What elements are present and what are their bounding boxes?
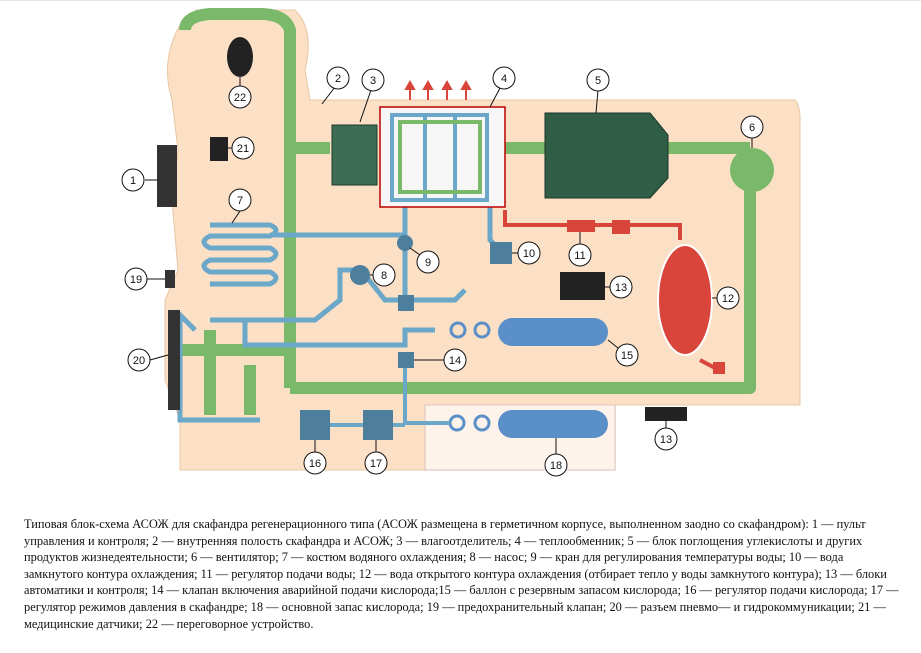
callout-13b: 13: [654, 421, 678, 451]
svg-text:19: 19: [130, 274, 142, 286]
svg-text:20: 20: [133, 355, 145, 367]
moisture-separator: [331, 124, 378, 186]
main-oxygen: [448, 410, 608, 438]
water-valve: [612, 220, 630, 234]
oxygen-line: [330, 368, 450, 427]
suit-body: [164, 9, 801, 471]
water-regulator: [567, 220, 595, 232]
co2-absorber: [544, 112, 669, 199]
open-loop-tank: [657, 244, 713, 356]
pressure-regulator: [363, 410, 393, 440]
svg-text:2: 2: [335, 73, 341, 85]
callout-19: 19: [124, 267, 165, 291]
medical-sensors: [210, 137, 228, 161]
svg-text:18: 18: [550, 460, 562, 472]
junction-a: [398, 295, 414, 311]
heat-exchanger-vent: [398, 120, 482, 194]
closed-loop-water: [490, 242, 512, 264]
callouts: 1 2 3 4 5 6 7 8 9 10 11 12 13 13 14 15 1…: [121, 66, 764, 477]
intercom: [227, 37, 253, 77]
control-panel: [157, 145, 177, 207]
callout-22: 22: [228, 77, 252, 109]
svg-text:13: 13: [660, 434, 672, 446]
svg-text:7: 7: [237, 195, 243, 207]
life-support-diagram: 1 2 3 4 5 6 7 8 9 10 11 12 13 13 14 15 1…: [121, 8, 801, 477]
svg-text:11: 11: [574, 250, 585, 262]
svg-text:5: 5: [595, 75, 601, 87]
oxygen-regulator: [300, 410, 330, 440]
callout-5: 5: [586, 68, 610, 114]
callout-18: 18: [544, 438, 568, 477]
pump: [350, 265, 370, 285]
callout-2: 2: [321, 66, 350, 105]
svg-text:8: 8: [381, 270, 387, 282]
callout-9: 9: [409, 247, 440, 274]
callout-20: 20: [127, 348, 169, 372]
callout-10: 10: [512, 241, 541, 265]
svg-text:16: 16: [309, 458, 321, 470]
connector-block: [168, 310, 180, 410]
callout-1: 1: [121, 168, 158, 192]
callout-13a: 13: [605, 275, 633, 299]
ventilation-loop: [175, 8, 756, 415]
figure-caption: Типовая блок-схема АСОЖ для скафандра ре…: [24, 517, 899, 631]
callout-3: 3: [359, 68, 385, 123]
svg-text:10: 10: [523, 248, 535, 260]
callout-7: 7: [228, 188, 252, 224]
svg-text:9: 9: [425, 257, 431, 269]
callout-4: 4: [489, 66, 516, 108]
svg-text:4: 4: [501, 73, 507, 85]
svg-text:14: 14: [449, 355, 461, 367]
callout-21: 21: [228, 136, 255, 160]
fan: [730, 148, 774, 192]
svg-text:17: 17: [370, 458, 382, 470]
callout-6: 6: [740, 115, 764, 148]
svg-text:1: 1: [130, 175, 136, 187]
callout-8: 8: [370, 263, 396, 287]
callout-12: 12: [712, 286, 740, 310]
safety-valve: [165, 270, 175, 288]
automatics-block-inner: [560, 272, 605, 300]
callout-14: 14: [414, 348, 467, 372]
automatics-block-outer: [645, 407, 687, 421]
heat-exchanger-coils: [390, 113, 489, 202]
temperature-valve: [397, 235, 413, 251]
callout-17: 17: [364, 440, 388, 475]
callout-11: 11: [568, 232, 592, 267]
svg-text:15: 15: [621, 350, 633, 362]
callout-15: 15: [607, 339, 639, 367]
callout-16: 16: [303, 440, 327, 475]
heat-arrows: [404, 79, 472, 100]
top-divider: [0, 0, 921, 1]
svg-text:3: 3: [370, 75, 376, 87]
svg-text:22: 22: [234, 92, 246, 104]
svg-text:13: 13: [615, 282, 627, 294]
svg-text:21: 21: [237, 143, 249, 155]
outlet-valve: [713, 362, 725, 374]
svg-text:6: 6: [749, 122, 755, 134]
svg-text:12: 12: [722, 293, 734, 305]
emergency-valve: [398, 352, 414, 368]
reserve-oxygen: [449, 318, 608, 346]
